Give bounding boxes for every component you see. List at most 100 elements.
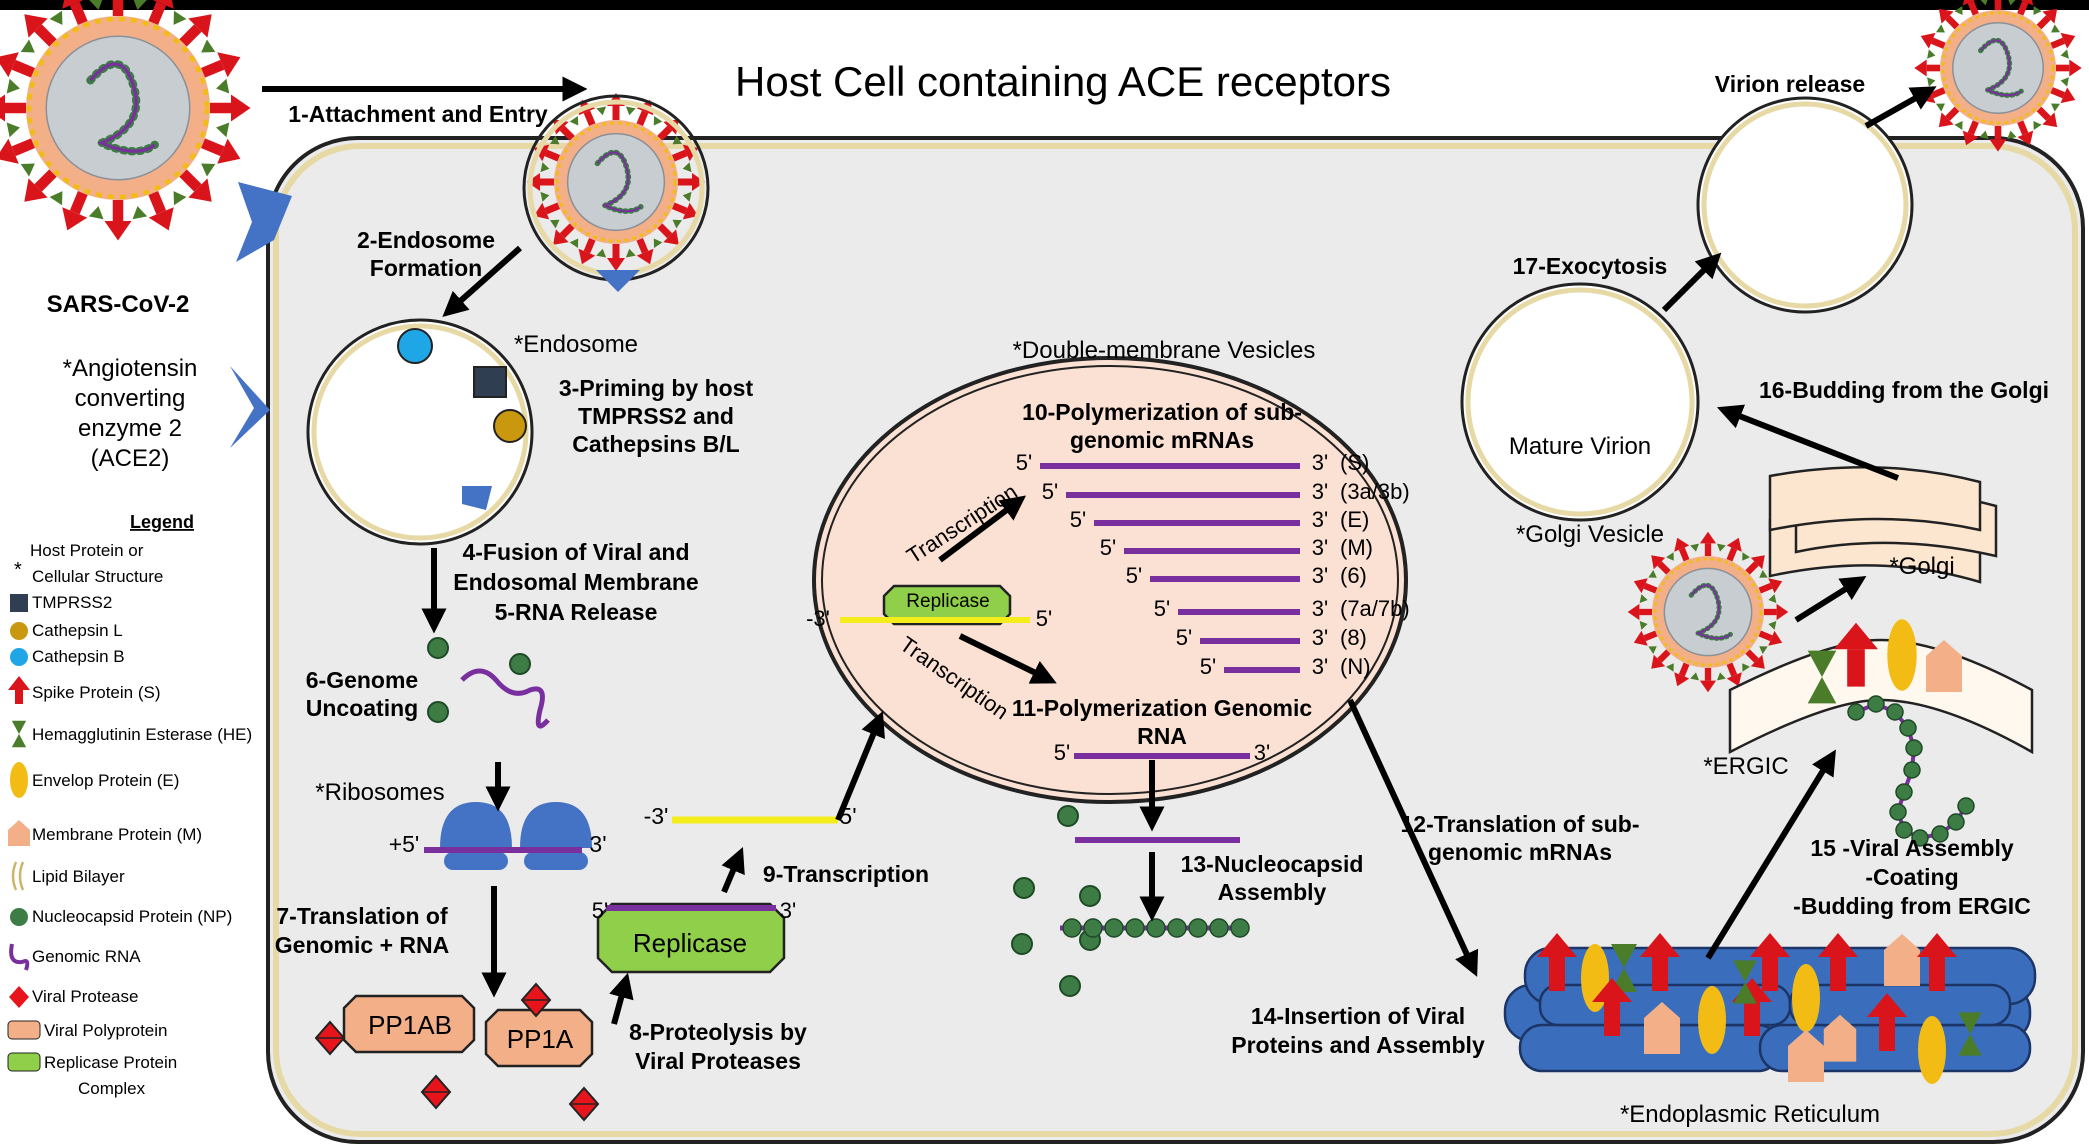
he-icon — [596, 248, 607, 258]
spike-stem — [1847, 649, 1865, 687]
spike-protein — [179, 169, 212, 202]
spike-stem — [1678, 547, 1690, 562]
spike-icon — [8, 676, 30, 704]
np-dot — [1911, 829, 1929, 847]
spike-stem — [2036, 15, 2051, 30]
he-icon — [569, 238, 579, 248]
spike-head — [0, 138, 19, 164]
golgi-vesicle-label: *Golgi Vesicle — [1516, 521, 1664, 548]
legend-item-label: Complex — [78, 1079, 146, 1098]
spike-head — [2060, 32, 2076, 49]
he-icon — [6, 78, 20, 94]
np-dot — [1957, 797, 1975, 815]
replicase-protein-complex — [596, 902, 786, 974]
spike-protein — [0, 94, 26, 122]
legend-item-label: Lipid Bilayer — [32, 867, 125, 886]
he-icon — [173, 10, 187, 25]
step-14-label: Proteins and Assembly — [1231, 1032, 1485, 1058]
he-icon — [1639, 621, 1648, 630]
he-icon — [653, 238, 663, 248]
plus5-end: +5' — [389, 831, 420, 857]
he-icon — [625, 106, 636, 116]
spike-stem — [11, 59, 36, 78]
he-icon — [132, 0, 148, 10]
sgmrna-3-end: 3' — [1312, 479, 1328, 504]
he-protein — [1927, 77, 1936, 87]
he-icon — [6, 122, 20, 138]
np-dot — [1104, 918, 1124, 938]
legend-heading: Legend — [130, 512, 194, 532]
he-icon — [1927, 49, 1936, 59]
released-virion — [1914, 0, 2082, 152]
spike-protein — [1764, 603, 1789, 621]
np-dot — [1188, 918, 1208, 938]
step-3-label: 3-Priming by host — [559, 375, 754, 401]
np-dot — [1899, 719, 1917, 737]
he-icon — [1768, 621, 1777, 630]
sgmrna-3-end: 3' — [1312, 507, 1328, 532]
viral-core — [566, 132, 666, 232]
spike-head — [1989, 139, 2007, 152]
viral-core — [45, 35, 191, 181]
spike-stem — [1745, 649, 1759, 663]
he-protein — [682, 191, 692, 202]
ergic-viral-proteins — [1807, 619, 1962, 704]
he-icon — [2060, 77, 2069, 87]
he-protein — [6, 78, 20, 94]
spike-protein — [0, 138, 36, 164]
endosome-label: *Endosome — [514, 331, 638, 358]
he-protein — [540, 162, 550, 173]
spike-stem — [583, 110, 596, 127]
er-viral-proteins — [1537, 933, 1982, 1084]
tmprss2-icon — [10, 594, 28, 612]
three-prime-end: 3' — [589, 831, 606, 857]
spike-head — [24, 14, 48, 38]
step-16-label: 16-Budding from the Golgi — [1759, 377, 2049, 403]
sgmrna-3-end: 3' — [1312, 563, 1328, 588]
spike-stem — [1994, 0, 2002, 10]
he-protein — [11, 720, 27, 734]
np-dot — [1905, 739, 1923, 757]
step-13-label: 13-Nucleocapsid — [1181, 851, 1364, 877]
he-icon — [550, 219, 560, 229]
spike-head — [1640, 933, 1680, 957]
he-protein — [216, 122, 230, 138]
membrane-protein — [1823, 1014, 1857, 1062]
he-protein — [1742, 552, 1750, 561]
he-protein — [2051, 103, 2061, 112]
he-protein — [1639, 621, 1648, 630]
spike-protein — [24, 169, 57, 202]
spike-head — [1962, 0, 1979, 6]
spike-head — [1818, 933, 1858, 957]
spike-stem — [583, 237, 596, 254]
he-icon — [1935, 103, 1945, 112]
ace2-label: (ACE2) — [91, 445, 170, 472]
he-icon — [682, 191, 692, 202]
spike-protein — [1674, 537, 1690, 562]
he-protein — [1954, 5, 1963, 15]
spike-head — [1914, 59, 1927, 77]
spike-stem — [1967, 120, 1979, 136]
spike-stem — [1704, 543, 1712, 556]
spike-head — [148, 207, 174, 231]
spike-protein — [1994, 0, 2002, 10]
top-bar — [0, 0, 2089, 10]
he-icon — [1954, 121, 1963, 131]
he-protein — [1979, 0, 1989, 6]
sgmrna-3-end: 3' — [1312, 535, 1328, 560]
he-icon — [1639, 594, 1648, 603]
spike-head — [104, 221, 132, 241]
spike-stem — [1745, 561, 1759, 575]
np-dot — [1889, 803, 1907, 821]
he-protein — [1935, 103, 1945, 112]
spike-protein — [2050, 32, 2076, 49]
he-icon — [132, 206, 148, 220]
spike-protein — [1750, 933, 1790, 991]
spike-head — [553, 229, 569, 245]
he-protein — [625, 248, 636, 258]
spike-protein — [1633, 578, 1658, 594]
spike-stem — [34, 24, 57, 47]
spike-head — [1962, 130, 1979, 146]
spike-protein — [1962, 0, 1979, 16]
he-protein — [1611, 944, 1637, 968]
